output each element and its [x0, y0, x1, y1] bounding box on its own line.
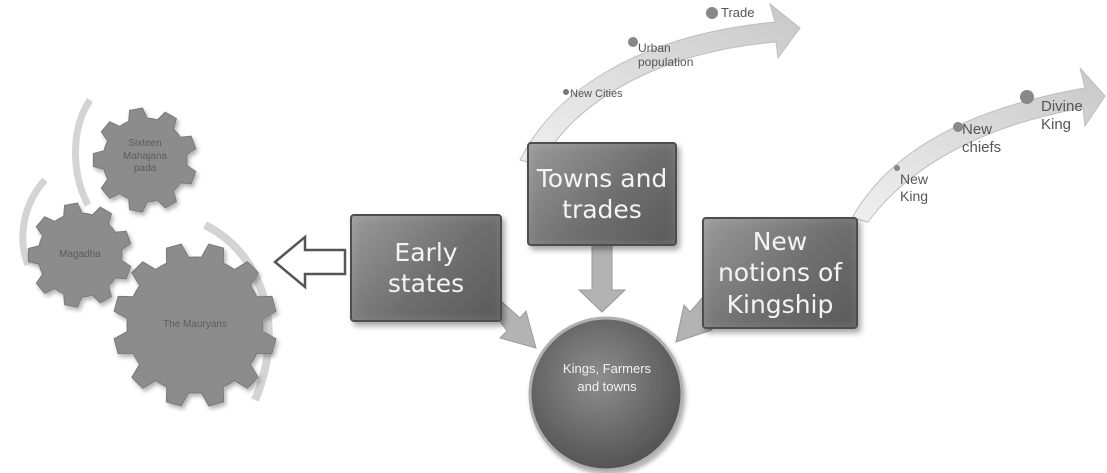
center-circle-label: Kings, Farmers and towns [562, 361, 652, 394]
gear-shape [27, 202, 132, 308]
arc-dot [628, 37, 638, 47]
gear-shape [92, 107, 197, 213]
gear-top-label: Sixteen Mahajana pada [123, 138, 167, 174]
box-towns-trades: Towns and trades [527, 142, 677, 246]
gear-swirl-arc [72, 98, 93, 207]
arc-label-new-chiefs: New chiefs [962, 121, 1002, 156]
gear-left [27, 202, 132, 308]
diagonal-arrow-left [492, 301, 537, 349]
gear-bottom-label: The Mauryans [163, 319, 227, 330]
center-circle [528, 316, 684, 472]
towns-curved-arrow [519, 2, 801, 166]
arc-label-urban-population: Urban population [638, 41, 694, 70]
box-early-states: Early states [350, 214, 502, 322]
down-arrow [577, 244, 627, 313]
arc-dot [953, 122, 963, 132]
box-kingship: New notions of Kingship [702, 217, 858, 329]
arc-dot [894, 165, 900, 171]
gear-swirl-arc [19, 177, 48, 267]
arc-label-new-cities: New Cities [570, 88, 623, 100]
arc-dot [563, 89, 569, 95]
gear-left-label: Magadha [59, 249, 101, 260]
arc-dot [1020, 90, 1034, 104]
arc-dot [706, 7, 718, 19]
left-hollow-arrow [273, 234, 347, 290]
kingship-curved-arrow [851, 67, 1106, 223]
arc-label-new-king: New King [900, 171, 929, 204]
gear-top [92, 107, 197, 213]
arc-label-trade: Trade [721, 5, 755, 20]
gear-bottom [113, 243, 277, 407]
arc-label-divine-king: Divine King [1041, 98, 1083, 133]
gear-shape [113, 243, 277, 407]
